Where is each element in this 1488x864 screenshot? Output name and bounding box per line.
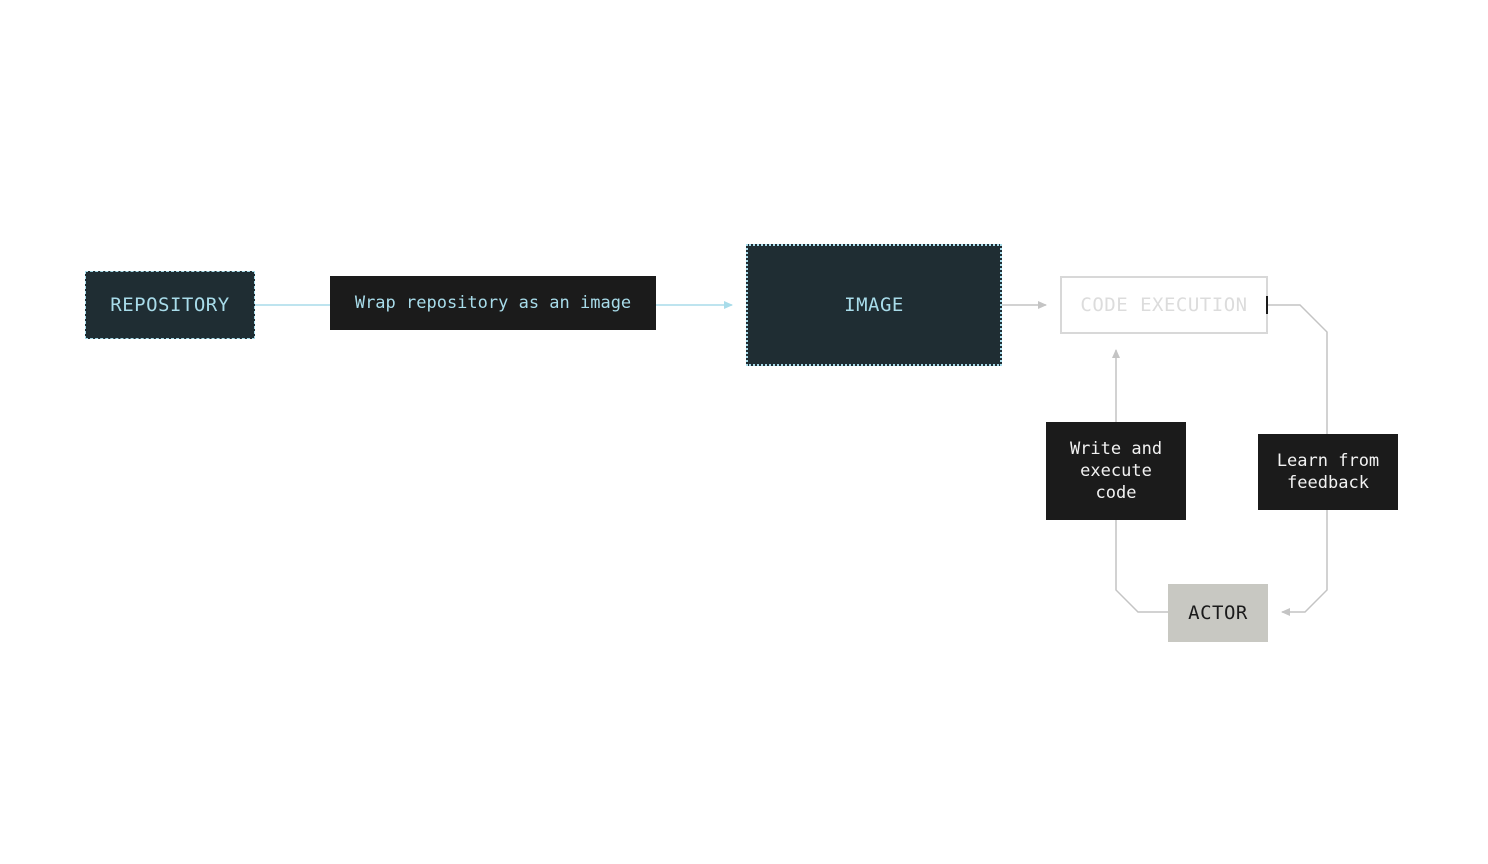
repository-node: REPOSITORY (85, 271, 255, 339)
image-node: IMAGE (746, 244, 1002, 366)
edge-execution-to-actor (1268, 304, 1328, 612)
write-execute-code-label: Write and execute code (1046, 422, 1186, 520)
learn-from-feedback-label: Learn from feedback (1258, 434, 1398, 510)
text-cursor (1266, 296, 1268, 314)
edge-actor-to-execution (1116, 350, 1168, 613)
code-execution-node: CODE EXECUTION (1060, 276, 1268, 334)
actor-node: ACTOR (1168, 584, 1268, 642)
wrap-repository-label: Wrap repository as an image (330, 276, 656, 330)
